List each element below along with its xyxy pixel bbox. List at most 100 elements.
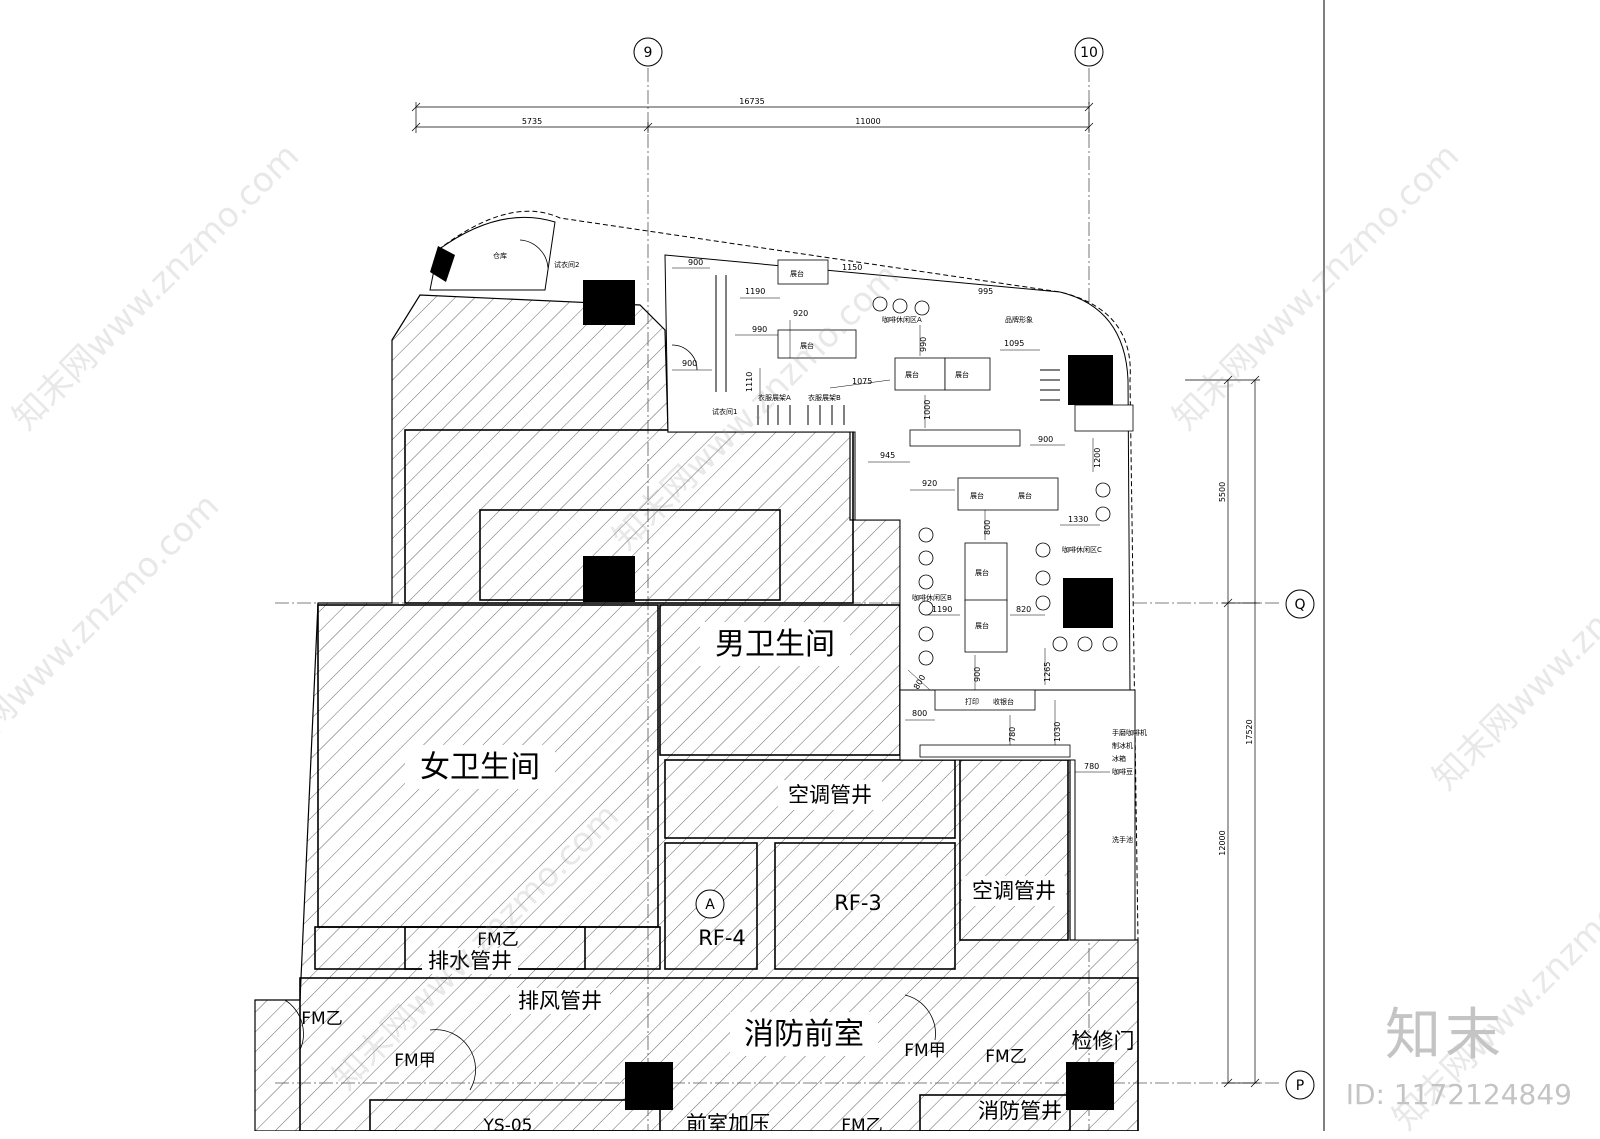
dim-bay-right: 11000 <box>855 117 880 126</box>
dim-4: 900 <box>682 359 697 368</box>
dim-24: 780 <box>1008 727 1017 742</box>
access-door-label: 检修门 <box>1072 1029 1135 1053</box>
label-coffee-a: 咖啡休闲区A <box>882 315 922 324</box>
drain-shaft-label-bg <box>422 948 518 974</box>
dim-7: 1150 <box>842 263 862 272</box>
door-tag-fm-yi-left: FM乙 <box>301 1009 342 1029</box>
section-a-label: A <box>705 897 715 913</box>
door-tag-fm-yi-top: FM乙 <box>477 930 518 950</box>
axis-bubble-p: P <box>1285 1070 1315 1100</box>
right-dimensions <box>1185 375 1260 1088</box>
shop-floor <box>664 254 1131 691</box>
label-print: 打印 <box>965 697 979 706</box>
label-display-7: 展台 <box>975 568 989 577</box>
image-id: ID: 1172124849 <box>1345 1078 1572 1111</box>
dim-5: 1110 <box>745 372 754 392</box>
dim-14: 900 <box>1038 435 1053 444</box>
dim-right-bottom: 12000 <box>1218 830 1227 855</box>
dim-26: 780 <box>1084 762 1099 771</box>
pressurization-label: 前室加压 <box>686 1112 770 1131</box>
dim-11: 1000 <box>923 400 932 420</box>
ys05-label: YS-05 <box>483 1116 533 1131</box>
door-tag-fm-jia-left: FM甲 <box>394 1051 435 1071</box>
label-storage: 仓库 <box>493 251 507 260</box>
shop-outline <box>437 210 1139 941</box>
ac-shaft-1-label-bg <box>778 780 882 810</box>
label-equip-3: 咖啡豆 <box>1112 767 1133 776</box>
label-display-5: 展台 <box>970 491 984 500</box>
door-tag-fm-jia-mid: FM甲 <box>904 1041 945 1061</box>
ac-shaft-1-label: 空调管井 <box>788 783 872 807</box>
axis-label-q: Q <box>1294 597 1305 613</box>
label-display-4: 展台 <box>955 370 969 379</box>
mens-wc-label-bg <box>700 622 850 666</box>
fire-shaft-label: 消防管井 <box>978 1099 1062 1123</box>
label-equip-0: 手磨咖啡机 <box>1112 728 1147 737</box>
dim-bay-left: 5735 <box>522 117 542 126</box>
dim-8: 995 <box>978 287 993 296</box>
axis-label-10: 10 <box>1080 45 1098 61</box>
dim-6: 1075 <box>852 377 872 386</box>
fixture-labels: 仓库 试衣间2 试衣间1 衣服展架A 衣服展架B 咖啡休闲区A 咖啡休闲区B 咖… <box>493 251 1147 844</box>
stools <box>872 296 1118 666</box>
label-display-8: 展台 <box>975 621 989 630</box>
label-rack-b: 衣服展架B <box>808 393 841 402</box>
axis-bubble-q: Q <box>1285 589 1315 619</box>
axis-bubble-9: 9 <box>633 37 663 67</box>
dim-10: 1095 <box>1004 339 1024 348</box>
interior-dim-lines <box>672 267 1110 773</box>
exhaust-shaft-label-bg <box>510 988 610 1014</box>
label-sink: 洗手池 <box>1112 835 1133 844</box>
label-display-1: 展台 <box>790 269 804 278</box>
rf4-label: RF-4 <box>698 926 746 950</box>
mens-wc-label: 男卫生间 <box>715 627 835 662</box>
label-coffee-b: 咖啡休闲区B <box>912 593 952 602</box>
ac-shaft-2-label: 空调管井 <box>972 879 1056 903</box>
dim-right-total: 17520 <box>1245 719 1254 744</box>
door-swings <box>284 239 936 1091</box>
dim-right-top: 5500 <box>1218 482 1227 502</box>
label-equip-2: 冰箱 <box>1112 754 1126 763</box>
dim-1: 1190 <box>745 287 765 296</box>
fire-lobby-label-bg <box>730 1012 878 1056</box>
dim-12: 945 <box>880 451 895 460</box>
dim-0: 900 <box>688 258 703 267</box>
drain-shaft-label: 排水管井 <box>428 949 512 973</box>
walls <box>299 429 1139 1131</box>
label-fitting-2: 试衣间2 <box>554 260 579 269</box>
dim-17: 800 <box>983 520 992 535</box>
brand-logo: 知末 <box>1385 1003 1505 1068</box>
dim-15: 1200 <box>1093 448 1102 468</box>
womens-wc-label: 女卫生间 <box>420 750 540 785</box>
dim-3: 990 <box>752 325 767 334</box>
top-dimensions <box>411 102 1094 133</box>
clothes-racks <box>715 275 1060 425</box>
columns <box>430 246 1114 1110</box>
dim-19: 820 <box>1016 605 1031 614</box>
label-rack-a: 衣服展架A <box>758 393 791 402</box>
dim-20: 1265 <box>1043 662 1052 682</box>
dim-9: 990 <box>919 337 928 352</box>
label-equip-1: 制冰机 <box>1112 741 1133 750</box>
dim-total-width: 16735 <box>739 97 764 106</box>
label-brand: 品牌形象 <box>1005 315 1033 324</box>
display-tables <box>777 259 1134 758</box>
door-tag-fm-yi-right: FM乙 <box>985 1047 1026 1067</box>
exhaust-shaft-label: 排风管井 <box>518 989 602 1013</box>
label-fitting-1: 试衣间1 <box>712 407 737 416</box>
section-marker-a: A <box>695 889 725 919</box>
dim-21: 900 <box>973 667 982 682</box>
label-coffee-c: 咖啡休闲区C <box>1062 545 1102 554</box>
womens-wc-label-bg <box>405 745 555 789</box>
dim-13: 920 <box>922 479 937 488</box>
label-display-3: 展台 <box>905 370 919 379</box>
axis-label-p: P <box>1296 1078 1304 1094</box>
label-cashier: 收银台 <box>993 697 1014 706</box>
dim-18: 1190 <box>932 605 952 614</box>
dim-25: 1030 <box>1053 722 1062 742</box>
label-display-2: 展台 <box>800 341 814 350</box>
rf3-label: RF-3 <box>834 891 882 915</box>
dim-23: 800 <box>912 709 927 718</box>
axis-label-9: 9 <box>644 45 653 61</box>
dim-2: 920 <box>793 309 808 318</box>
